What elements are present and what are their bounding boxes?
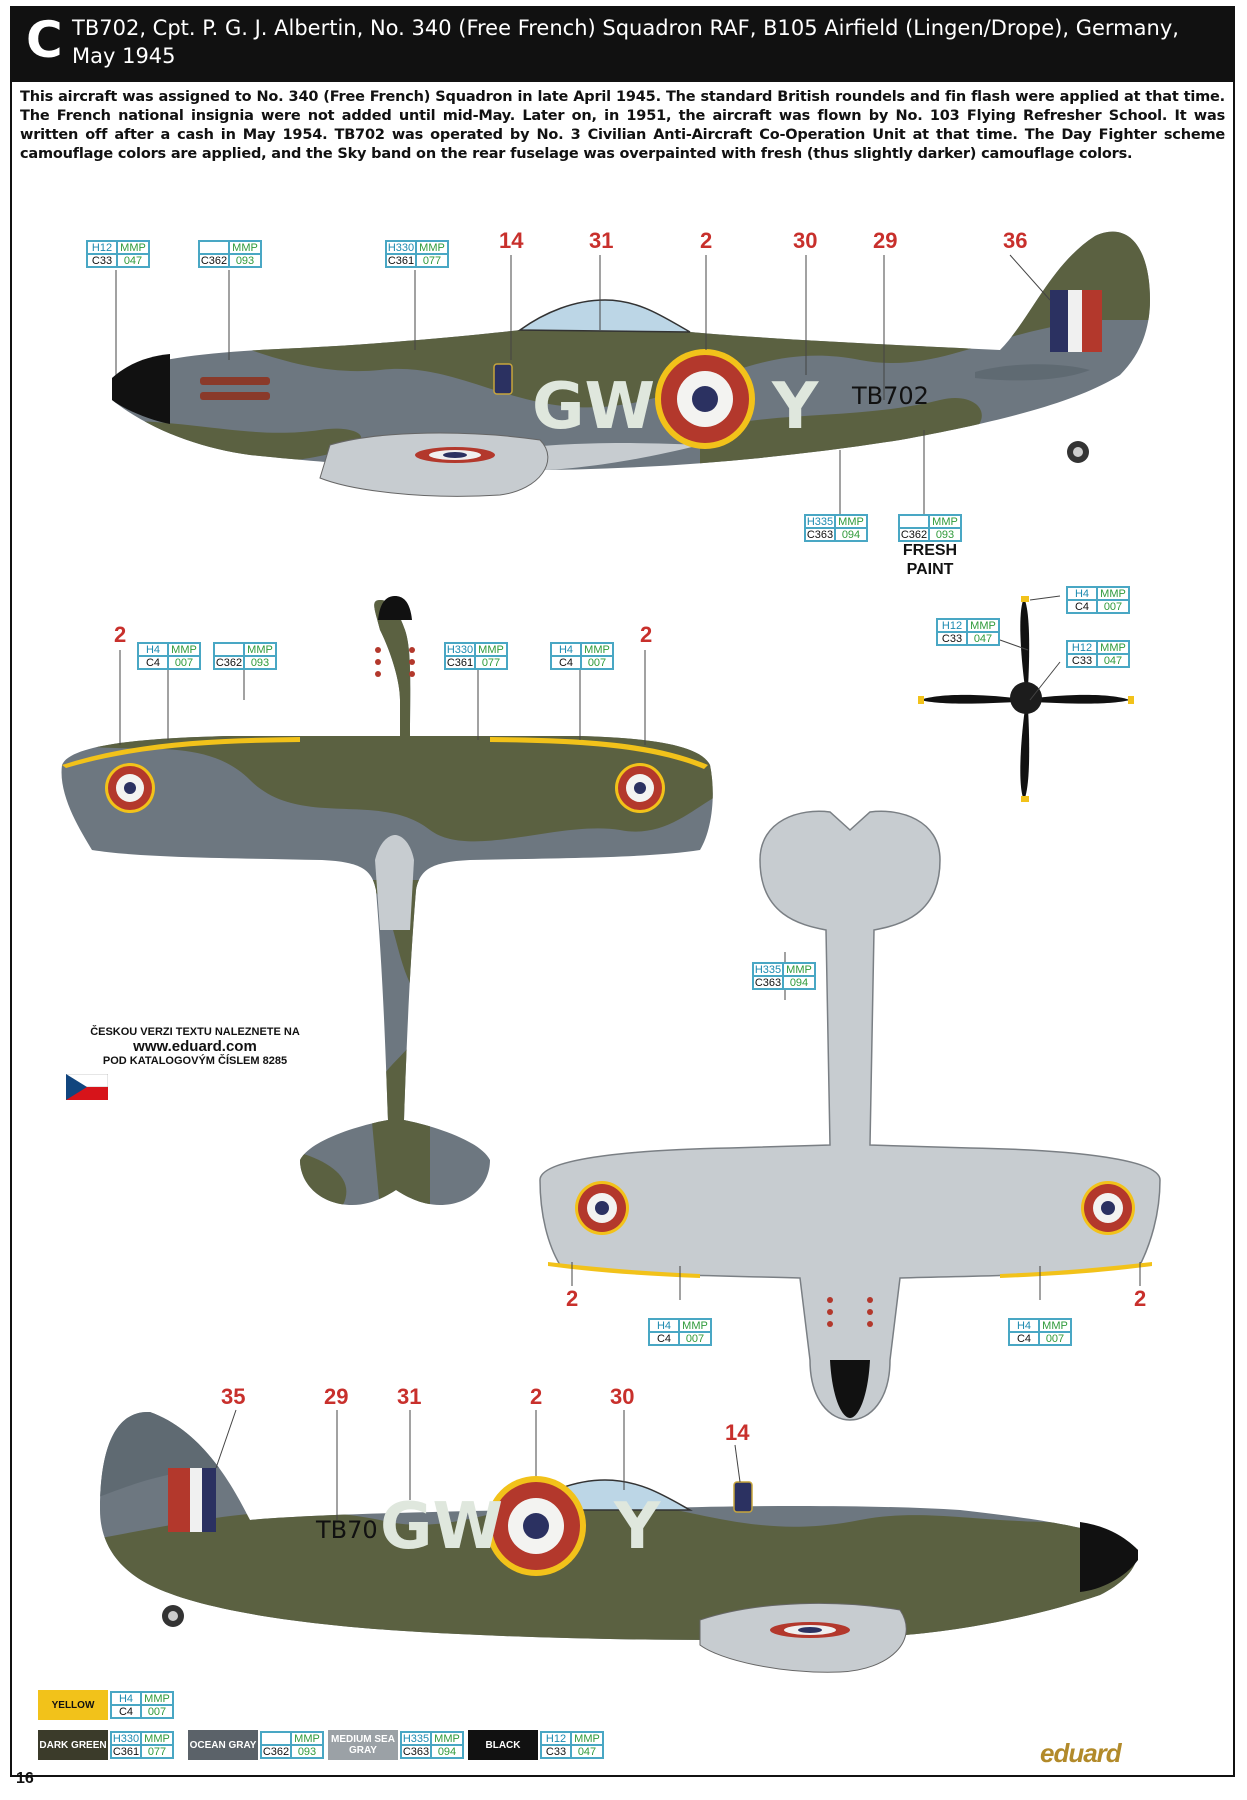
callout-bottom-35: 35 [221, 1384, 246, 1409]
profile-letter: C [26, 11, 63, 69]
serial-bottom: TB70 [315, 1516, 378, 1544]
page-frame [10, 80, 1235, 1777]
callout-bottom-14: 14 [725, 1420, 750, 1445]
callout-top-2: 2 [700, 228, 713, 253]
czech-version-note: ČESKOU VERZI TEXTU NALEZNETE NA www.edua… [90, 1026, 300, 1067]
swatch-dark-green: DARK GREEN [38, 1730, 108, 1760]
plan-view-lower [539, 810, 1161, 1421]
aircraft-letter-bottom: Y [613, 1490, 661, 1564]
aircraft-letter-top: Y [771, 370, 819, 444]
callout-under-right: 2 [1134, 1286, 1147, 1311]
plan-view-upper [61, 596, 713, 1205]
callout-top-14: 14 [499, 228, 524, 253]
brand-logo: eduard [1040, 1738, 1122, 1768]
profile-description: This aircraft was assigned to No. 340 (F… [20, 89, 1225, 162]
profile-header: C TB702, Cpt. P. G. J. Albertin, No. 340… [10, 6, 1235, 80]
callout-bottom-31: 31 [397, 1384, 422, 1409]
fresh-paint-note: FRESH PAINT [902, 542, 958, 578]
code-letters-bottom: GW [380, 1490, 503, 1564]
callout-bottom-29: 29 [324, 1384, 349, 1409]
side-profile-right: GW Y TB70 [100, 1411, 1140, 1673]
serial-top: TB702 [851, 382, 929, 410]
callout-bottom-2: 2 [530, 1384, 543, 1409]
propeller-view [918, 596, 1134, 802]
callout-wing-right: 2 [640, 622, 653, 647]
code-letters-top: GW [532, 370, 655, 444]
swatch-black: BLACK [468, 1730, 538, 1760]
callout-top-29: 29 [873, 228, 898, 253]
profile-title: TB702, Cpt. P. G. J. Albertin, No. 340 (… [72, 16, 1179, 68]
callout-top-30: 30 [793, 228, 818, 253]
callout-wing-left: 2 [114, 622, 127, 647]
callout-top-31: 31 [589, 228, 614, 253]
callout-top-36: 36 [1003, 228, 1028, 253]
swatch-ocean-gray: OCEAN GRAY [188, 1730, 258, 1760]
swatch-medium-sea-gray: MEDIUM SEA GRAY [328, 1730, 398, 1760]
swatch-yellow: YELLOW [38, 1690, 108, 1720]
leader-lines [115, 254, 1141, 1520]
callout-bottom-30: 30 [610, 1384, 635, 1409]
callout-under-left: 2 [566, 1286, 579, 1311]
page-number: 16 [16, 1770, 34, 1787]
czech-flag-icon [66, 1074, 108, 1100]
